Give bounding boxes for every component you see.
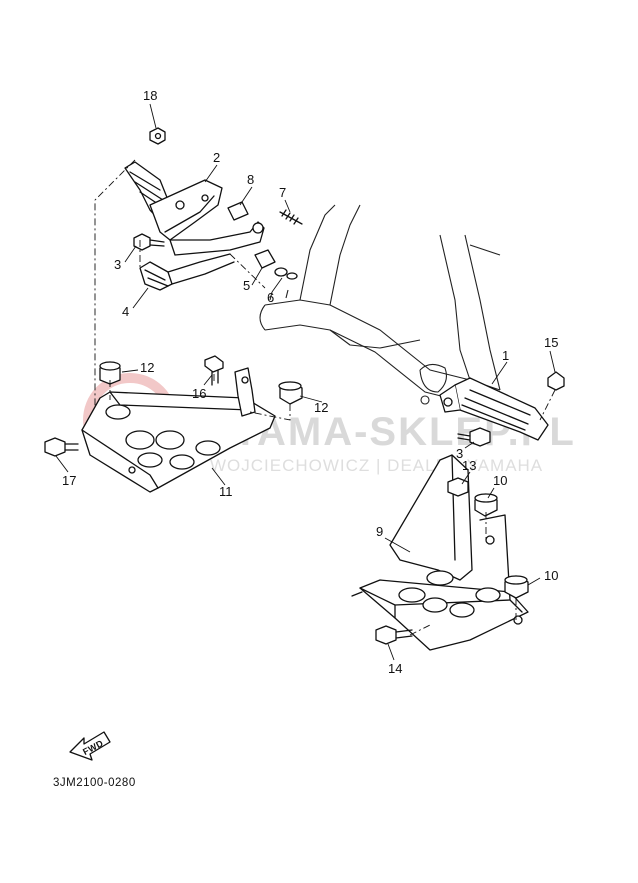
callout-17: 17 <box>62 473 76 488</box>
alignment-lines <box>94 159 556 636</box>
bolt-13 <box>447 477 469 497</box>
callout-1: 1 <box>502 348 509 363</box>
callout-13: 13 <box>462 458 476 473</box>
bush-5 <box>254 249 276 269</box>
leader-lines <box>55 103 556 661</box>
callout-2: 2 <box>213 150 220 165</box>
diagram-code: 3JM2100-0280 <box>53 777 136 789</box>
callout-12-center: 12 <box>314 400 328 415</box>
callout-14: 14 <box>388 661 402 676</box>
callout-5: 5 <box>243 278 250 293</box>
fwd-label: FWD <box>81 738 105 757</box>
callout-11: 11 <box>219 484 233 499</box>
callout-15: 15 <box>544 335 558 350</box>
watermark: YAMA-SKLEP.PL WOJCIECHOWICZ | DEALER YAM… <box>83 373 574 475</box>
bolt-14 <box>375 625 397 645</box>
bolt-17 <box>44 437 66 457</box>
left-footrest-bracket <box>124 161 265 291</box>
callouts: 18 2 8 7 3 5 6 4 12 16 12 1 15 3 13 10 1… <box>62 88 558 676</box>
bolt-3-right <box>469 427 491 447</box>
callout-12-left: 12 <box>140 360 154 375</box>
collar-8 <box>227 201 249 221</box>
right-footrest <box>439 371 565 447</box>
left-small-parts <box>133 127 303 280</box>
callout-10-upper: 10 <box>493 473 507 488</box>
nut-15 <box>547 371 565 391</box>
right-bracket-plate <box>351 454 529 651</box>
callout-16: 16 <box>192 386 206 401</box>
bolt-3-left <box>133 233 151 251</box>
callout-4: 4 <box>122 304 129 319</box>
washer-6 <box>274 267 288 277</box>
callout-3-right: 3 <box>456 446 463 461</box>
callout-7: 7 <box>279 185 286 200</box>
callout-18: 18 <box>143 88 157 103</box>
callout-10-lower: 10 <box>544 568 558 583</box>
bolt-16 <box>204 355 224 373</box>
callout-3-left: 3 <box>114 257 121 272</box>
frame-outline <box>259 204 501 413</box>
left-protector-plate <box>44 355 303 493</box>
fwd-arrow: FWD <box>69 731 111 761</box>
callout-6: 6 <box>267 290 274 305</box>
callout-9: 9 <box>376 524 383 539</box>
callout-8: 8 <box>247 172 254 187</box>
fwd-arrow-icon <box>69 731 111 761</box>
